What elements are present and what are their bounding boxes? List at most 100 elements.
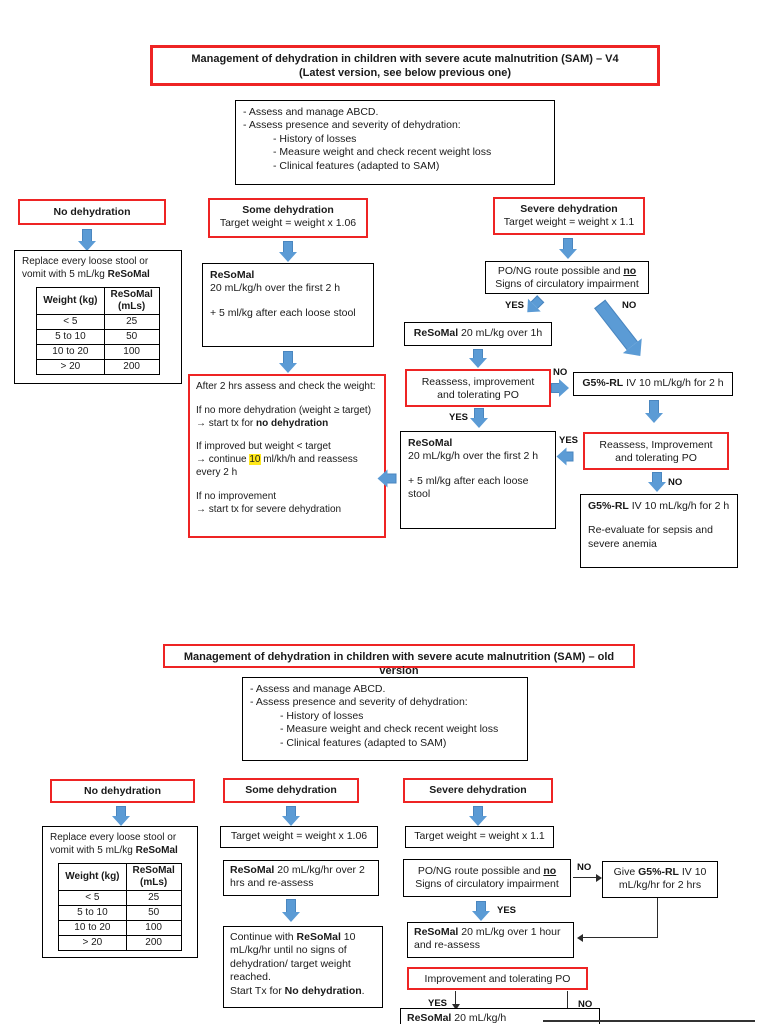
arrow-right-icon (551, 379, 569, 397)
no-dehydration-label: No dehydration (83, 785, 161, 797)
old-give-g5-box: Give G5%-RL IV 10 mL/kg/hr for 2 hrs (602, 861, 718, 898)
old-target-106-box: Target weight = weight x 1.06 (220, 826, 378, 848)
g5-final-line1: G5%-RL IV 10 mL/kg/h for 2 h (588, 500, 730, 513)
table-header-resomal-l1: ReSoMal (132, 864, 175, 876)
old-target-11-box: Target weight = weight x 1.1 (405, 826, 554, 848)
resomal-rest: 20 mL/kg over 1h (458, 327, 543, 339)
v4-replace-box: Replace every loose stool or vomit with … (14, 250, 182, 384)
assess-line: - Measure weight and check recent weight… (280, 723, 499, 736)
old-title: Management of dehydration in children wi… (183, 651, 615, 678)
connector-line (567, 991, 569, 1010)
table-header-weight: Weight (kg) (58, 862, 127, 891)
after2-highlighted-10: 10 (249, 454, 261, 466)
v4-no-dehydration-box: No dehydration (18, 199, 166, 225)
pong-line2: Signs of circulatory impairment (495, 278, 639, 291)
v4-reassess1-box: Reassess, improvement and tolerating PO (405, 369, 551, 407)
v4-resomal-after-box: ReSoMal 20 mL/kg/h over the first 2 h + … (400, 431, 556, 529)
some-dehydration-label: Some dehydration (242, 204, 334, 216)
arrow-down-icon (282, 806, 300, 826)
after2-start-no-dehydration: → start tx for no dehydration (196, 418, 378, 431)
arrow-down-icon (112, 806, 130, 826)
old-final-resomal-box-partial: ReSoMal 20 mL/kg/h (400, 1008, 600, 1024)
cell-weight: > 20 (58, 934, 127, 951)
pong-l1a: PO/NG route possible and (417, 865, 544, 877)
assess-line: - History of losses (273, 132, 357, 145)
table-header-weight: Weight (kg) (36, 286, 105, 315)
replace-pre: Replace every loose stool or vomit with … (22, 256, 149, 280)
resomal-extra: + 5 ml/kg after each loose stool (210, 306, 356, 319)
v4-title-box: Management of dehydration in children wi… (150, 45, 660, 86)
arrow-left-icon (556, 447, 574, 466)
old-replace-box: Replace every loose stool or vomit with … (42, 826, 198, 958)
after2-no-more: If no more dehydration (weight ≥ target) (196, 404, 372, 416)
table-header-resomal-l1: ReSoMal (110, 288, 153, 300)
v4-g5-final-box: G5%-RL IV 10 mL/kg/h for 2 h Re-evaluate… (580, 494, 738, 568)
cell-dose: 50 (103, 328, 160, 345)
assess-line: - History of losses (280, 709, 364, 722)
table-header-resomal: ReSoMal(mLs) (125, 862, 182, 891)
after2-start-severe: → start tx for severe dehydration (196, 503, 342, 515)
connector-line (455, 991, 457, 1005)
g5-bold: G5%-RL (582, 377, 624, 389)
replace-text: Replace every loose stool or vomit with … (50, 832, 190, 858)
connector-line (573, 877, 597, 879)
replace-bold: ReSoMal (107, 268, 150, 280)
reassess-line1: Reassess, Improvement (599, 439, 713, 451)
no-label: NO (578, 999, 593, 1010)
arrow-down-icon (470, 408, 488, 428)
table-header-resomal-l2: (mLs) (140, 876, 168, 888)
improvement-label: Improvement and tolerating PO (424, 973, 571, 985)
resomal-rest: 20 mL/kg over 1 hour and re-assess (414, 926, 561, 952)
g5-bold: G5%-RL (588, 500, 629, 512)
continue-l2a: Start Tx for (230, 984, 285, 997)
yes-label: YES (449, 412, 469, 423)
arrow-down-icon (645, 400, 663, 423)
yes-label: YES (559, 435, 579, 446)
v4-reassess2-box: Reassess, Improvement and tolerating PO (583, 432, 729, 470)
target-weight-label: Target weight = weight x 1.06 (230, 830, 368, 842)
cell-dose: 100 (103, 343, 160, 360)
after2-improved: If improved but weight < target (196, 441, 331, 453)
pong-no-underlined: no (543, 865, 557, 877)
no-label: NO (553, 367, 568, 378)
some-target-weight: Target weight = weight x 1.06 (219, 217, 357, 230)
continue-pre: Continue with (230, 931, 297, 943)
g5-final-line3: severe anemia (588, 537, 657, 550)
resomal-rest: 20 mL/kg/h (451, 1012, 507, 1024)
continue-l2b: No dehydration (284, 984, 362, 997)
resomal-label: ReSoMal (210, 269, 255, 281)
after2-continue: → continue 10 ml/kh/h and reassess every… (196, 454, 378, 480)
replace-text: Replace every loose stool or vomit with … (22, 256, 174, 282)
after2-heading: After 2 hrs assess and check the weight: (196, 381, 376, 392)
no-label: NO (622, 300, 637, 311)
continue-bold: ReSoMal (296, 931, 341, 943)
pong-line1: PO/NG route possible and no (404, 865, 570, 878)
old-title-box: Management of dehydration in children wi… (163, 644, 635, 677)
assess-line: - Assess presence and severity of dehydr… (243, 119, 461, 132)
old-some-dehydration-box: Some dehydration (223, 778, 359, 803)
cell-dose: 200 (103, 358, 160, 375)
after2-l5a: → continue (196, 454, 250, 466)
arrow-left-icon (377, 469, 397, 488)
old-resomal-2h-box: ReSoMal 20 mL/kg/hr over 2 hrs and re-as… (223, 860, 379, 896)
yes-label: YES (497, 905, 517, 916)
v4-resomal-1h-box: ReSoMal 20 mL/kg over 1h (404, 322, 552, 346)
give-pre: Give (613, 866, 639, 878)
yes-label: YES (505, 300, 525, 311)
assess-line: - Measure weight and check recent weight… (273, 146, 492, 159)
cell-dose: 200 (125, 934, 182, 951)
g5-final-line2: Re-evaluate for sepsis and (588, 524, 713, 537)
severe-dehydration-label: Severe dehydration (520, 203, 618, 215)
arrow-down-icon (559, 238, 577, 259)
cell-dose: 100 (125, 919, 182, 936)
continue-l2c: . (361, 984, 365, 997)
v4-resomal-2h-box: ReSoMal 20 mL/kg/h over the first 2 h + … (202, 263, 374, 347)
replace-pre: Replace every loose stool or vomit with … (50, 832, 177, 856)
